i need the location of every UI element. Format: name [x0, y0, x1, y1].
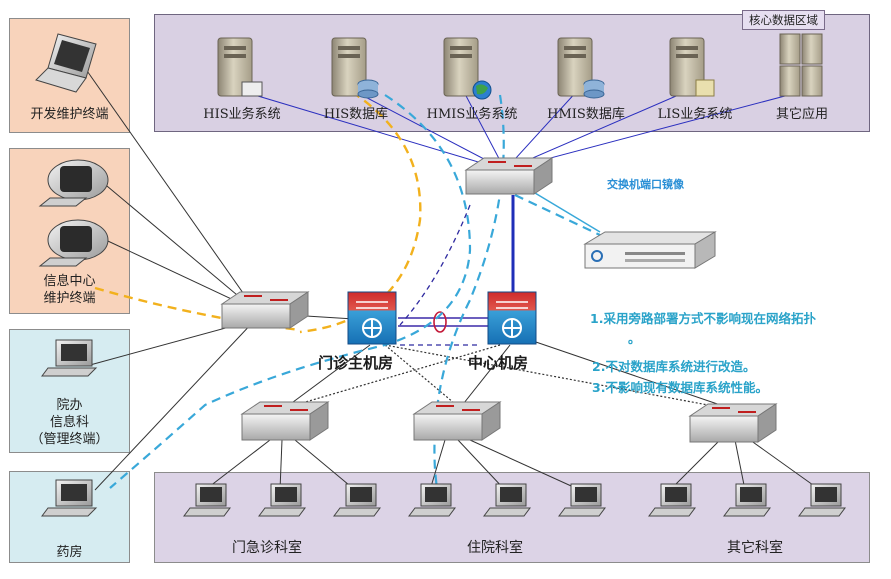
- dept-label-other: 其它科室: [727, 540, 783, 556]
- note-1: 1.采用旁路部署方式不影响现在网络拓扑: [590, 311, 816, 326]
- left-switch: [220, 291, 310, 329]
- department-pc-icon: [258, 483, 306, 517]
- server-label-other: 其它应用: [775, 107, 828, 122]
- core-area-title: 核心数据区域: [742, 10, 825, 30]
- note-1-cont: 。: [628, 331, 641, 346]
- laptop-icon: [35, 33, 97, 93]
- server-label-hmis-app: HMIS业务系统: [426, 107, 518, 122]
- info-pc-2-icon: [38, 219, 109, 267]
- access-links: [284, 339, 736, 411]
- trunk-links: [398, 195, 515, 333]
- dept-label-clinic: 门急诊科室: [232, 540, 302, 556]
- server-other-apps: [779, 33, 823, 97]
- server-label-lis-app: LIS业务系统: [657, 107, 733, 122]
- department-pc-icon: [333, 483, 381, 517]
- dev-terminal-label: 开发维护终端: [30, 107, 109, 122]
- mirror-paths: [399, 204, 480, 346]
- pharmacy-label: 药房: [56, 545, 83, 560]
- core-data-area: [154, 14, 870, 132]
- mirror-port-label: 交换机端口镜像: [607, 178, 684, 191]
- backup-links: [284, 344, 736, 411]
- office-label-3: （管理终端）: [30, 432, 109, 447]
- info-center-label-1: 信息中心: [43, 274, 96, 289]
- department-pc-icon: [648, 483, 696, 517]
- center-core-switch: [487, 291, 537, 345]
- department-pc-icon: [483, 483, 531, 517]
- server-links: [237, 89, 801, 171]
- note-2: 2.不对数据库系统进行改造。: [592, 359, 756, 374]
- server-his-app: [217, 37, 263, 97]
- center-room-label: 中心机房: [468, 354, 529, 372]
- server-hmis-app: [443, 37, 492, 100]
- access-switch-clinic: [240, 401, 330, 441]
- server-label-his-app: HIS业务系统: [203, 107, 281, 122]
- server-lis-app: [669, 37, 715, 97]
- note-3: 3.不影响现有数据库系统性能。: [592, 380, 768, 395]
- mirror-solid-link: [529, 189, 601, 233]
- info-pc-1-icon: [38, 159, 109, 207]
- terminal-links: [84, 67, 371, 491]
- server-label-his-db: HIS数据库: [323, 107, 389, 122]
- office-label-2: 信息科: [49, 415, 89, 430]
- department-links: [204, 439, 821, 491]
- access-switch-other: [688, 403, 778, 443]
- department-pc-icon: [798, 483, 846, 517]
- collector-device: [583, 231, 717, 269]
- department-pc-icon: [558, 483, 606, 517]
- dept-label-inpatient: 住院科室: [467, 540, 523, 556]
- server-his-db: [331, 37, 379, 99]
- department-pc-icon: [408, 483, 456, 517]
- info-center-label-2: 维护终端: [43, 291, 96, 306]
- department-pc-icon: [183, 483, 231, 517]
- dept-pcs: [183, 483, 846, 517]
- office-label-1: 院办: [56, 398, 83, 413]
- clinic-room-label: 门诊主机房: [318, 354, 394, 372]
- clinic-core-switch: [347, 291, 397, 345]
- server-hmis-db: [557, 37, 605, 99]
- office-pc-icon: [41, 339, 98, 377]
- pharmacy-pc-icon: [41, 479, 98, 517]
- access-switch-inpatient: [412, 401, 502, 441]
- mirror-switch: [464, 157, 554, 195]
- department-pc-icon: [723, 483, 771, 517]
- server-label-hmis-db: HMIS数据库: [547, 107, 625, 122]
